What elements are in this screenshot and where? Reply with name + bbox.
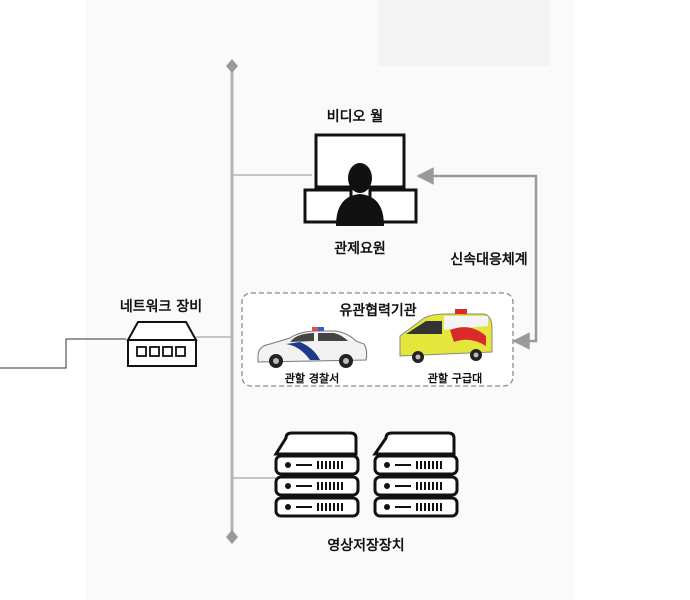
background-panel-top	[378, 0, 550, 66]
external-link-line	[0, 338, 126, 369]
agencies-title: 유관협력기관	[339, 303, 417, 319]
operator-icon	[336, 163, 384, 226]
network-switch-icon	[126, 321, 198, 367]
police-station-label: 관할 경찰서	[284, 372, 340, 385]
backbone-line	[226, 59, 238, 544]
rapid-response-arrow	[416, 167, 538, 350]
video-storage-label: 영상저장장치	[327, 538, 405, 554]
ambulance-icon	[399, 309, 493, 363]
rapid-response-label: 신속대응체계	[450, 252, 528, 268]
network-equipment-label: 네트워크 장비	[119, 299, 203, 315]
police-car-icon	[257, 327, 368, 368]
video-wall-title: 비디오 월	[326, 109, 384, 125]
operator-label: 관제요원	[334, 241, 386, 257]
storage-server-right-icon	[372, 431, 459, 518]
storage-server-left-icon	[273, 431, 360, 518]
ambulance-unit-label: 관할 구급대	[427, 372, 483, 385]
